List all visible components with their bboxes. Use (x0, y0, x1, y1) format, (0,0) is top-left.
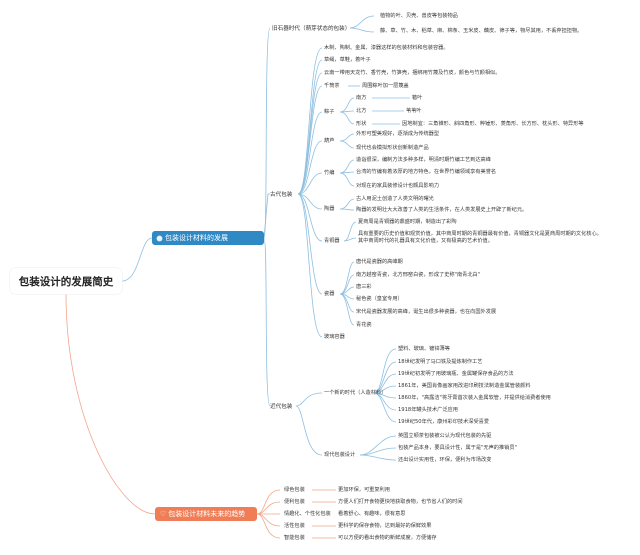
zongzi-val-2: 苇苇叶 (406, 108, 422, 114)
bamboo-item-1: 造诣很深，编制方法多种多样，明清时期竹编工艺到达高峰 (356, 157, 491, 163)
branch-material-development[interactable]: 包装设计材料的发展 (152, 231, 264, 245)
zongzi-key-2: 北方 (356, 108, 367, 114)
trend-key-3[interactable]: 情趣化、个性化包装 (284, 511, 331, 517)
trend-val-1: 更加环保，可重复利用 (338, 487, 390, 493)
gourd-item-1: 外形可塑美观好，逐渐成为传统器型 (356, 131, 440, 137)
topic-modern-packaging[interactable]: 近代包装 (270, 404, 293, 410)
topic-new-era[interactable]: 一个新的时代（人造材料） (324, 390, 387, 396)
branch-future-trends[interactable]: ♡包装设计材料未来的趋势 (155, 507, 257, 521)
trend-key-4[interactable]: 活性包装 (284, 523, 305, 529)
paleo-item-1: 植物的叶、贝壳、兽皮等包装物品 (380, 13, 458, 19)
new-era-item-2: 18世纪发明了马口铁及提炼制作工艺 (398, 359, 483, 365)
ancient-item-3: 云南一带用天龙竹、香竹壳，竹笋壳，捆绑用竹篾及竹皮，颜色与竹颜相似。 (324, 70, 501, 76)
topic-bronze[interactable]: 青铜器 (324, 238, 340, 244)
topic-porcelain[interactable]: 瓷器 (324, 291, 335, 297)
trend-key-5[interactable]: 智能包装 (284, 535, 305, 541)
new-era-item-4: 1861年，美国肖像画家用改进印刷技法制造金属管装颜料 (398, 383, 531, 389)
porcelain-item-4: 秘色瓷（皇室专用） (356, 296, 403, 302)
design-item-2: 包装产品本身，要具设计性，属于是"无声的推销员" (398, 445, 517, 451)
root-topic[interactable]: 包装设计的发展简史 (10, 268, 122, 294)
heart-icon: ♡ (160, 510, 167, 518)
trend-key-1[interactable]: 绿色包装 (284, 487, 305, 493)
new-era-item-3: 19世纪初发明了用玻璃瓶、金属罐保存食品的方法 (398, 371, 514, 377)
ancient-item-1: 木制、陶制、金属、漆器这样的包装材料和包装容器。 (324, 45, 449, 51)
bamboo-item-3: 对现在的家具装修设计也颇具影响力 (356, 183, 440, 189)
topic-pottery[interactable]: 陶器 (324, 206, 335, 212)
topic-zongzi[interactable]: 粽子 (324, 109, 335, 115)
trend-val-5: 可以方便的看出食物的新鲜成度，方便储存 (338, 535, 437, 541)
design-item-1: 英国立顿茶包装被公认为现代包装的先驱 (398, 433, 492, 439)
ancient-item-2: 草绳，草鞋，着叶子 (324, 57, 371, 63)
topic-gourd[interactable]: 葫芦 (324, 138, 335, 144)
topic-bullet-icon (157, 235, 162, 241)
trend-val-3: 看着舒心、有趣味，很有意思 (338, 511, 406, 517)
gourd-item-2: 现代也会模拟形状创新制造产品 (356, 145, 429, 151)
qiantong-item: 周围粽叶加一层篾盖 (362, 83, 409, 89)
bamboo-item-2: 台湾的竹编有着浓厚的地方特色，在世界竹编领域享有美誉名 (356, 169, 497, 175)
new-era-item-6: 1918年罐头技术广泛应用 (398, 407, 458, 413)
new-era-item-1: 塑料、玻璃、镀锌薄等 (398, 346, 450, 352)
topic-glass-container[interactable]: 玻璃容器 (324, 334, 345, 340)
porcelain-item-2: 南方越窑青瓷，北方邢窑白瓷，形成了史称"南青北白" (356, 272, 481, 278)
new-era-item-5: 1860年，"高露洁"将牙膏首次装入金属软管，并提供给消费者使用 (398, 395, 551, 401)
pottery-item-2: 陶器的发明壮大大改善了人类的生活条件，在人类发展史上开辟了新纪元。 (356, 207, 528, 213)
new-era-item-7: 19世纪50年代，康州彩印技术深受喜爱 (398, 419, 490, 425)
bronze-item-1: 夏商周是青铜器的鼎盛时期，制造出了彩陶 (358, 219, 457, 225)
zongzi-key-3: 形状 (356, 121, 367, 127)
branch-label: 包装设计材料的发展 (165, 234, 228, 242)
porcelain-item-3: 唐三彩 (356, 284, 372, 290)
topic-paleolithic[interactable]: 旧石器时代（萌芽状态的包装） (272, 26, 351, 32)
zongzi-val-3: 因地制宜：三角锥形、斜四角形、粹锤形、菱角形、长方形、枕头形、特异形等 (402, 121, 584, 127)
trend-val-4: 更科学的保存食物，达到最好的保鲜效果 (338, 523, 432, 529)
topic-ancient-packaging[interactable]: 古代包装 (270, 192, 293, 198)
trend-key-2[interactable]: 便利包装 (284, 499, 305, 505)
topic-qiantong-tea[interactable]: 千筒茶 (324, 83, 340, 89)
branch-label: 包装设计材料未来的趋势 (168, 510, 246, 518)
trend-val-2: 方便人们打开食物更快地获取食物，也节省人们的时间 (338, 499, 463, 505)
pottery-item-1: 古人用泥土创造了人类文明的曙光 (356, 196, 434, 202)
porcelain-item-1: 唐代是瓷器的高峰期 (356, 259, 403, 265)
paleo-item-2: 藤、草、竹、木、稻草、麻、棉条、玉米皮、藕皮、筛子等，物尽其用，不丢弃担担物。 (380, 28, 583, 34)
zongzi-key-1: 南方 (356, 95, 367, 101)
topic-bamboo-weaving[interactable]: 竹编 (324, 170, 335, 176)
bronze-item-2: 具有重要的历史价值和观赏价值，其中商周时期的青铜器最有价值，青铜器文化是夏商周时… (358, 231, 602, 244)
zongzi-val-1: 箬叶 (412, 95, 423, 101)
porcelain-item-6: 青花瓷 (356, 322, 372, 328)
porcelain-item-5: 宋代是瓷器发展的高峰，诞生出很多种瓷器，也在向国外发展 (356, 309, 497, 315)
topic-modern-design[interactable]: 现代包装设计 (324, 452, 356, 458)
design-item-3: 还出设计实用性，环保，便利为市场改变 (398, 457, 492, 463)
